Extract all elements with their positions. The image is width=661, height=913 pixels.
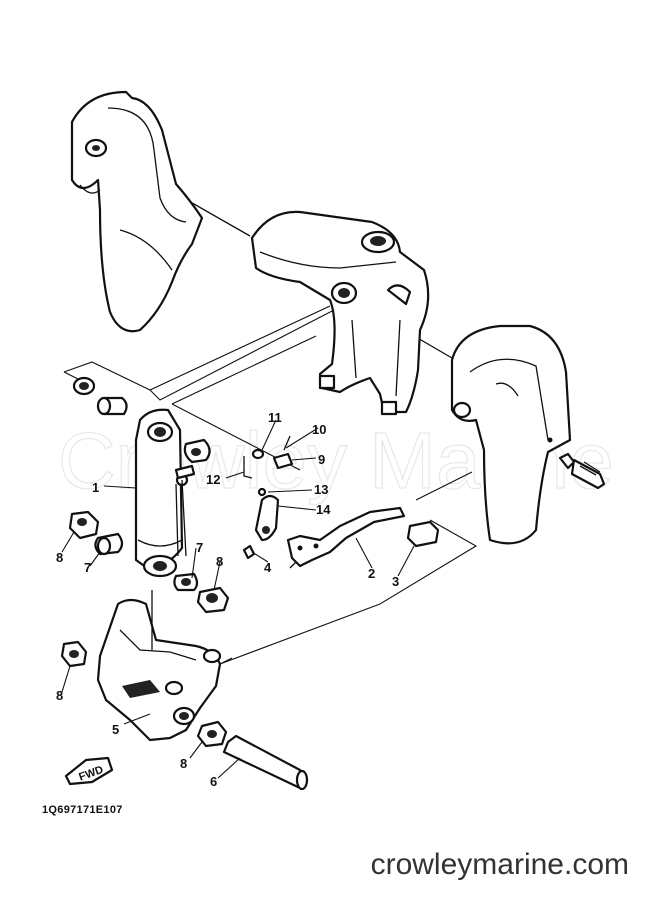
tube-collar (183, 438, 211, 464)
callout-8c: 8 (56, 688, 63, 703)
callout-3: 3 (392, 574, 399, 589)
callout-8a: 8 (56, 550, 63, 565)
callout-11: 11 (268, 410, 282, 425)
clamp-bracket-right (450, 324, 572, 545)
site-footer: crowleymarine.com (370, 848, 629, 881)
lower-left-nut (60, 640, 88, 668)
tilt-tube (134, 408, 196, 578)
forward-arrow-icon: FWD (64, 756, 114, 786)
callout-2: 2 (368, 566, 375, 581)
left-nuts-bushings (68, 510, 124, 556)
callout-1: 1 (92, 480, 99, 495)
tilt-stop-lever (286, 506, 406, 569)
drawing-code: 1Q697171E107 (42, 804, 123, 816)
mount-bracket (96, 590, 222, 742)
callout-8b: 8 (216, 554, 223, 569)
clamp-bracket-left (70, 90, 204, 333)
callout-8d: 8 (180, 756, 187, 771)
callout-10: 10 (312, 422, 326, 437)
upper-bushings (72, 376, 128, 416)
assembly-frames (63, 305, 478, 665)
swivel-bracket (250, 210, 430, 416)
callout-5: 5 (112, 722, 119, 737)
callout-leaders (61, 419, 415, 779)
callout-7a: 7 (84, 560, 91, 575)
tilt-shaft (222, 734, 309, 791)
small-pins (242, 435, 294, 560)
callout-9: 9 (318, 452, 325, 467)
callout-6: 6 (210, 774, 217, 789)
callout-14: 14 (316, 502, 331, 517)
callout-7b: 7 (196, 540, 203, 555)
callout-12: 12 (206, 472, 220, 487)
callout-4: 4 (264, 560, 272, 575)
lever-link (243, 456, 280, 542)
clamp-bolt (558, 452, 606, 490)
stopper-block (406, 520, 440, 548)
lower-bushings (173, 572, 230, 614)
shaft-nut (196, 720, 228, 748)
callouts: 1 2 3 4 5 6 7 7 8 8 8 8 9 10 11 12 13 14 (56, 410, 399, 789)
callout-13: 13 (314, 482, 328, 497)
